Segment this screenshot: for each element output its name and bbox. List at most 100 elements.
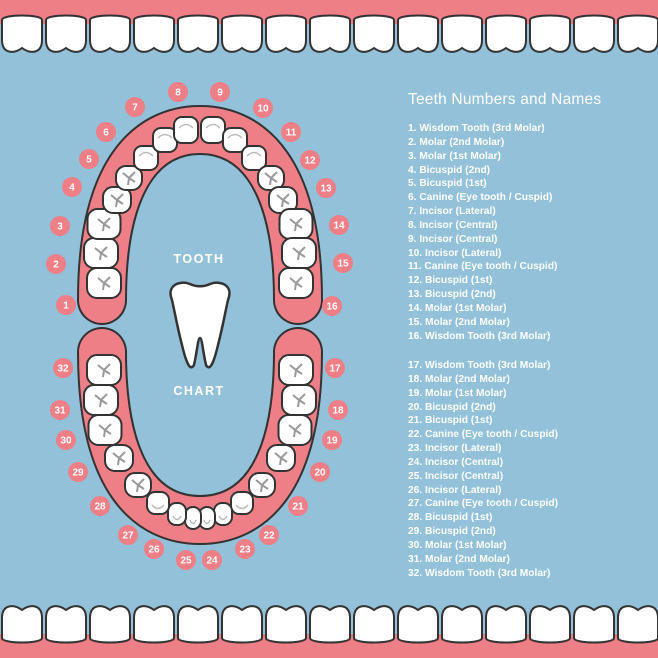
badge-number: 14 [333, 221, 345, 232]
list-item: 22. Canine (Eye tooth / Cuspid) [408, 429, 558, 441]
tooth-31 [83, 384, 119, 416]
badge-number: 24 [206, 556, 218, 567]
badge-number: 26 [148, 545, 160, 556]
badge-number: 5 [86, 155, 92, 166]
tooth-11 [241, 145, 267, 171]
bottom-teeth-border [0, 605, 658, 658]
list-item: 8. Incisor (Central) [408, 219, 498, 231]
tooth-10 [222, 127, 248, 153]
badge-number: 29 [72, 468, 84, 479]
list-item: 15. Molar (2nd Molar) [408, 316, 510, 328]
list-item: 26. Incisor (Lateral) [408, 484, 502, 496]
list-item: 20. Bicuspid (2nd) [408, 401, 496, 413]
list-item: 3. Molar (1st Molar) [408, 150, 501, 162]
tooth-19 [277, 414, 313, 446]
tooth-22 [230, 491, 254, 515]
badge-number: 22 [263, 531, 275, 542]
tooth-14 [278, 208, 314, 240]
tooth-number-badge: 11 [281, 122, 301, 142]
upper-teeth-list: 1. Wisdom Tooth (3rd Molar) 2. Molar (2nd… [408, 122, 557, 344]
badge-number: 16 [326, 302, 338, 313]
tooth-number-badge: 6 [96, 122, 116, 142]
tooth-number-badge: 8 [168, 82, 188, 102]
tooth-number-badge: 25 [176, 550, 196, 570]
badge-number: 27 [122, 531, 134, 542]
badge-number: 18 [332, 406, 344, 417]
list-item: 32. Wisdom Tooth (3rd Molar) [408, 567, 551, 579]
list-item: 2. Molar (2nd Molar) [408, 136, 505, 148]
tooth-number-badge: 14 [329, 215, 349, 235]
tooth-16 [278, 267, 314, 299]
tooth-number-badge: 32 [53, 358, 73, 378]
tooth-25 [184, 506, 202, 530]
tooth-number-badge: 18 [328, 400, 348, 420]
list-item: 17. Wisdom Tooth (3rd Molar) [408, 360, 551, 371]
list-item: 30. Molar (1st Molar) [408, 539, 507, 551]
chart-label: CHART [173, 384, 224, 398]
list-item: 5. Bicuspid (1st) [408, 178, 487, 190]
tooth-number-badge: 28 [90, 496, 110, 516]
badge-number: 1 [63, 301, 69, 312]
tooth-27 [146, 491, 170, 515]
tooth-24 [198, 506, 216, 530]
tooth-icon [169, 281, 231, 369]
badge-number: 30 [60, 436, 72, 447]
tooth-number-badge: 15 [333, 253, 353, 273]
list-item: 31. Molar (2nd Molar) [408, 553, 510, 565]
list-item: 25. Incisor (Central) [408, 470, 504, 482]
list-item: 13. Bicuspid (2nd) [408, 289, 496, 301]
tooth-26 [167, 502, 187, 526]
badge-number: 8 [175, 88, 181, 99]
tooth-number-badge: 16 [322, 296, 342, 316]
list-item: 11. Canine (Eye tooth / Cuspid) [408, 261, 558, 273]
tooth-number-badge: 26 [144, 539, 164, 559]
tooth-number-badge: 7 [125, 97, 145, 117]
list-item: 14. Molar (1st Molar) [408, 302, 507, 314]
tooth-number-badge: 29 [68, 462, 88, 482]
tooth-number-badge: 30 [56, 430, 76, 450]
tooth-18 [281, 384, 317, 416]
tooth-number-badge: 2 [46, 254, 66, 274]
tooth-number-badge: 31 [50, 400, 70, 420]
tooth-8 [173, 116, 199, 144]
lower-teeth-list: 17. Wisdom Tooth (3rd Molar) 18. Molar (2… [408, 359, 558, 581]
badge-number: 10 [257, 104, 269, 115]
tooth-7 [152, 127, 178, 153]
tooth-2 [83, 237, 119, 269]
list-item: 29. Bicuspid (2nd) [408, 526, 496, 538]
tooth-number-badge: 13 [316, 178, 336, 198]
tooth-number-badge: 9 [210, 82, 230, 102]
upper-gum-arch [77, 104, 323, 325]
tooth-4 [102, 186, 132, 214]
badge-number: 31 [54, 406, 66, 417]
badge-number: 15 [337, 259, 349, 270]
tooth-28 [124, 472, 152, 498]
list-item: 12. Bicuspid (1st) [408, 275, 493, 287]
tooth-number-badge: 17 [325, 358, 345, 378]
tooth-30 [87, 414, 123, 446]
list-item: 10. Incisor (Lateral) [408, 247, 502, 259]
page-title: Teeth Numbers and Names [408, 91, 602, 108]
tooth-number-badge: 20 [310, 462, 330, 482]
tooth-number-badge: 4 [62, 177, 82, 197]
badge-number: 32 [57, 364, 69, 375]
badge-number: 23 [239, 545, 251, 556]
badge-number: 6 [103, 128, 109, 139]
tooth-number-badge: 23 [235, 539, 255, 559]
badge-number: 17 [329, 364, 341, 375]
badge-number: 28 [94, 502, 106, 513]
badge-number: 9 [217, 88, 223, 99]
tooth-23 [213, 502, 233, 526]
badge-number: 3 [57, 222, 63, 233]
list-item: 18. Molar (2nd Molar) [408, 373, 510, 385]
list-item: 23. Incisor (Lateral) [408, 443, 502, 455]
badge-number: 7 [132, 103, 138, 114]
list-item: 1. Wisdom Tooth (3rd Molar) [408, 123, 545, 134]
tooth-17 [278, 354, 314, 386]
list-item: 28. Bicuspid (1st) [408, 512, 493, 524]
badge-number: 25 [180, 556, 192, 567]
tooth-label: TOOTH [173, 252, 224, 266]
top-teeth-border [0, 0, 658, 53]
